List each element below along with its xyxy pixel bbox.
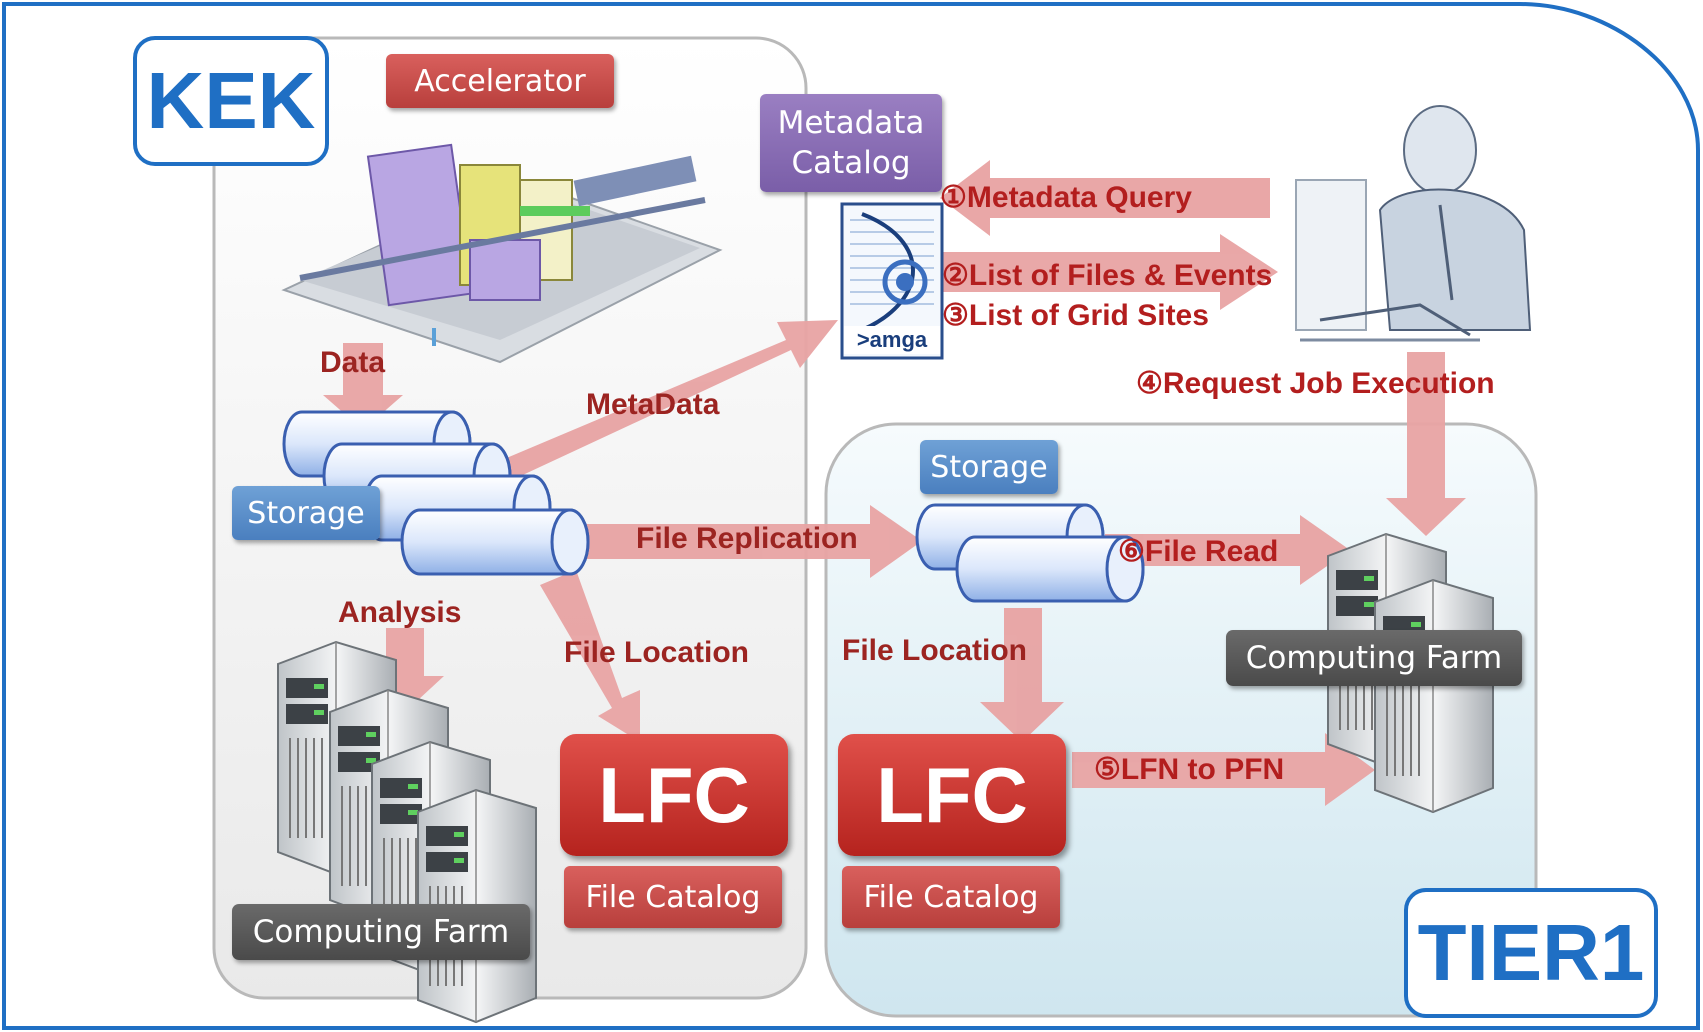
file-location-tier1-arrow [980,608,1064,742]
metadata-flow-label: MetaData [586,388,720,421]
step5-lfn-to-pfn: ⑤LFN to PFN [1094,753,1285,786]
file-location-tier1-label: File Location [842,634,1028,667]
metadata-arrow [497,320,838,480]
kek-computing-farm-label: Computing Farm [232,904,530,960]
file-location-kek-arrow [540,570,640,742]
metadata-catalog-label: Metadata Catalog [760,94,942,192]
user-at-workstation-icon [1295,105,1532,342]
file-location-kek-label: File Location [564,636,750,669]
step3-list-grid-sites: ③List of Grid Sites [942,299,1209,332]
tier1-site-label: TIER1 [1404,888,1658,1018]
data-arrow [323,343,403,430]
kek-storage-label: Storage [232,486,380,540]
list-results-arrow [940,234,1278,310]
data-flow-label: Data [320,346,386,379]
analysis-flow-label: Analysis [338,596,462,629]
tier1-computing-farm-label: Computing Farm [1226,630,1522,686]
kek-file-catalog-label: File Catalog [564,866,782,928]
kek-site-label: KEK [133,36,329,166]
step6-file-read: ⑥File Read [1118,535,1279,568]
tier1-lfc-box: LFC [838,734,1066,856]
file-read-arrow [1105,515,1350,585]
tier1-file-catalog-label: File Catalog [842,866,1060,928]
file-replication-arrow [570,505,922,578]
request-job-arrow [1386,352,1466,536]
metadata-query-arrow [940,160,1270,236]
file-replication-label: File Replication [636,522,858,555]
lfn-to-pfn-arrow [1072,733,1375,806]
metadata-catalog-line1: Metadata [777,105,925,141]
step2-list-files-events: ②List of Files & Events [942,259,1273,292]
kek-lfc-box: LFC [560,734,788,856]
step4-request-job-execution: ④Request Job Execution [1136,367,1495,400]
accelerator-label: Accelerator [386,54,614,108]
tier1-storage-label: Storage [920,440,1058,494]
metadata-catalog-line2: Catalog [791,145,911,181]
accelerator-image [281,143,723,364]
amga-logo-text: >amga [844,326,940,354]
step1-metadata-query: ①Metadata Query [940,181,1192,214]
